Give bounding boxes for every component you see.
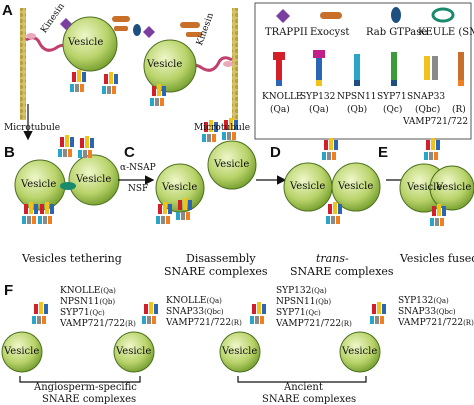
- panel-c-enzyme-2: NSF: [128, 184, 149, 194]
- panel-a-illustration: [20, 8, 238, 120]
- panel-d-caption-1: trans-: [316, 252, 349, 265]
- f3-label-1: NPSN11(Qb): [276, 297, 332, 307]
- legend: [254, 2, 472, 140]
- bracket-right-line1: Ancient: [284, 382, 323, 393]
- rab-gtpase-icon: [391, 7, 401, 23]
- panel-d-vesicle-right: Vesicle: [338, 181, 374, 192]
- vesicle-a-right: [143, 39, 197, 93]
- microtubule-right: [232, 8, 238, 120]
- legend-rab: Rab GTPase: [366, 27, 428, 38]
- f4-label-2: VAMP721/722(R): [398, 318, 474, 328]
- microtubule-left: [20, 8, 26, 120]
- legend-syp132: SYP132: [300, 92, 336, 102]
- panel-d-vesicle-left: Vesicle: [290, 181, 326, 192]
- bracket-right-line2: SNARE complexes: [262, 394, 357, 405]
- panel-b-vesicle-left: Vesicle: [21, 179, 57, 190]
- legend-vamp-sub: (R): [452, 105, 466, 115]
- panel-f-vesicle-4: Vesicle: [342, 346, 378, 357]
- f2-label-1: SNAP33(Qbc): [166, 307, 224, 317]
- panel-b-caption: Vesicles tethering: [22, 252, 122, 265]
- panel-c-enzyme-1: α-NSAP: [120, 163, 156, 173]
- panel-d-illustration: [283, 138, 381, 224]
- legend-keule: KEULE (SM): [418, 27, 474, 38]
- bracket-left: [19, 376, 141, 383]
- legend-vamp: VAMP721/722: [403, 117, 469, 127]
- f1-label-3: VAMP721/722(R): [60, 319, 136, 329]
- legend-npsn11: NPSN11: [337, 92, 377, 102]
- f1-label-2: SYP71(Qc): [60, 308, 105, 318]
- f3-label-3: VAMP721/722(R): [276, 319, 352, 329]
- panel-f-vesicle-3: Vesicle: [222, 346, 258, 357]
- panel-f-illustration: [1, 302, 386, 383]
- legend-syp132-sub: (Qa): [309, 105, 329, 115]
- f2-label-0: KNOLLE(Qa): [166, 296, 222, 306]
- panel-c-caption-1: Disassembly: [186, 252, 256, 265]
- keule-icon: [431, 7, 455, 23]
- panel-c-caption-2: SNARE complexes: [164, 265, 268, 278]
- npsn11-icon: [354, 54, 360, 86]
- knolle-icon: [273, 52, 285, 86]
- panel-letter-f: F: [4, 282, 14, 299]
- trappii-icon: [276, 9, 290, 23]
- panel-f-vesicle-2: Vesicle: [116, 346, 152, 357]
- panel-letter-e: E: [378, 144, 389, 161]
- vamp-icon: [458, 52, 464, 86]
- panel-a-microtubule-right: Microtubule: [194, 123, 251, 133]
- f4-label-1: SNAP33(Qbc): [398, 307, 456, 317]
- panel-letter-c: C: [124, 144, 135, 161]
- vesicle-a-left: [62, 16, 118, 72]
- legend-snap33: SNAP33: [407, 92, 446, 102]
- f3-label-2: SYP71(Qc): [276, 308, 321, 318]
- panel-e-caption: Vesicles fused: [400, 252, 474, 265]
- snap33-icon: [424, 56, 438, 80]
- panel-letter-b: B: [4, 144, 15, 161]
- exocyst-icon: [320, 12, 342, 19]
- syp132-icon: [313, 50, 325, 86]
- panel-e-vesicle-left: Vesicle: [407, 182, 443, 193]
- panel-c-illustration: [155, 118, 257, 224]
- panel-e-vesicle-right: Vesicle: [436, 182, 472, 193]
- f1-label-0: KNOLLE(Qa): [60, 286, 116, 296]
- panel-b-illustration: [14, 135, 120, 224]
- f3-label-0: SYP132(Qa): [276, 286, 327, 296]
- legend-exocyst: Exocyst: [310, 27, 350, 38]
- legend-syp71-sub: (Qc): [383, 105, 403, 115]
- panel-b-vesicle-right: Vesicle: [76, 174, 112, 185]
- bracket-right: [237, 376, 367, 383]
- panel-c-vesicle-left: Vesicle: [162, 182, 198, 193]
- legend-npsn11-sub: (Qb): [347, 105, 368, 115]
- panel-a-vesicle-right: Vesicle: [147, 59, 183, 70]
- panel-e-illustration: [399, 138, 474, 226]
- panel-a-vesicle-left: Vesicle: [68, 37, 104, 48]
- panel-a-microtubule-left: Microtubule: [4, 123, 61, 133]
- panel-d-caption-2: SNARE complexes: [290, 265, 394, 278]
- bracket-left-line1: Angiosperm-specific: [34, 382, 137, 393]
- legend-syp71: SYP71: [377, 92, 407, 102]
- panel-c-vesicle-right: Vesicle: [214, 159, 250, 170]
- panel-f-vesicle-1: Vesicle: [4, 346, 40, 357]
- f1-label-1: NPSN11(Qb): [60, 297, 116, 307]
- legend-trappii: TRAPPII: [265, 27, 308, 38]
- legend-knolle-sub: (Qa): [270, 105, 290, 115]
- panel-letter-a: A: [2, 2, 13, 19]
- legend-knolle: KNOLLE: [262, 92, 303, 102]
- syp71-icon: [391, 52, 397, 86]
- panel-letter-d: D: [270, 144, 281, 161]
- f2-label-2: VAMP721/722(R): [166, 318, 242, 328]
- bracket-left-line2: SNARE complexes: [42, 394, 137, 405]
- f4-label-0: SYP132(Qa): [398, 296, 449, 306]
- legend-snap33-sub: (Qbc): [415, 105, 441, 115]
